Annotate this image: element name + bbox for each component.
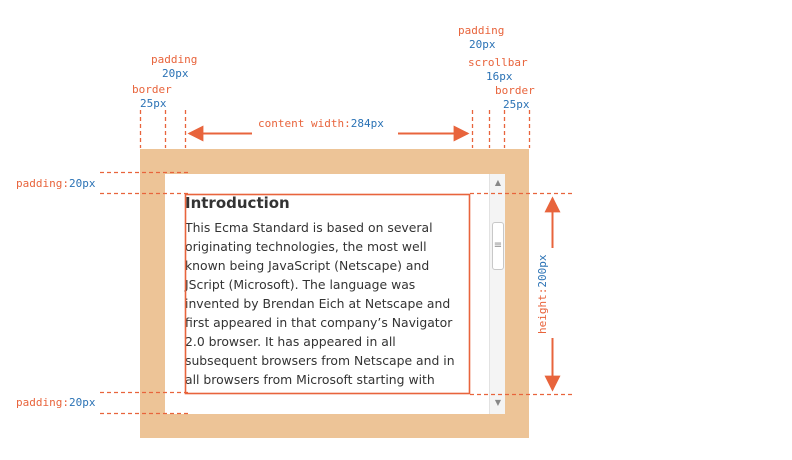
scrollbar[interactable]: ▲ ≡ ▼ xyxy=(489,174,505,414)
padding-left-value: 20px xyxy=(162,67,189,80)
scroll-up-icon[interactable]: ▲ xyxy=(494,178,502,187)
content-width-annotation: content width:284px xyxy=(258,117,384,130)
border-right-label: border xyxy=(495,84,535,97)
content-box-outline xyxy=(184,193,471,395)
border-right-value: 25px xyxy=(503,98,530,111)
content-area: Introduction This Ecma Standard is based… xyxy=(185,194,469,389)
padding-top-label: padding: xyxy=(16,177,69,190)
padding-top-value: 20px xyxy=(68,177,96,190)
padding-bottom-value: 20px xyxy=(68,396,96,409)
scroll-down-icon[interactable]: ▼ xyxy=(494,398,502,407)
padding-right-value: 20px xyxy=(469,38,496,51)
scroll-thumb-icon[interactable]: ≡ xyxy=(492,222,504,270)
padding-left-label: padding xyxy=(151,53,198,66)
scrollbar-label: scrollbar xyxy=(468,56,528,69)
padding-area: Introduction This Ecma Standard is based… xyxy=(165,174,505,414)
padding-top-annotation: padding:20px xyxy=(16,177,95,190)
padding-bottom-annotation: padding:20px xyxy=(16,396,95,409)
content-paragraph: This Ecma Standard is based on several o… xyxy=(185,220,455,387)
height-value: 200px xyxy=(536,254,549,288)
height-annotation: height:200px xyxy=(536,255,549,334)
scrollbar-value: 16px xyxy=(486,70,513,83)
content-width-value: 284px xyxy=(350,117,384,130)
content-width-label: content width: xyxy=(258,117,351,130)
content-heading: Introduction xyxy=(185,194,290,212)
height-label: height: xyxy=(536,287,549,334)
content-width-label-bg xyxy=(252,125,398,141)
border-left-value: 25px xyxy=(140,97,167,110)
height-label-bg xyxy=(545,248,561,338)
border-left-label: border xyxy=(132,83,172,96)
padding-right-label: padding xyxy=(458,24,505,37)
padding-bottom-label: padding: xyxy=(16,396,69,409)
